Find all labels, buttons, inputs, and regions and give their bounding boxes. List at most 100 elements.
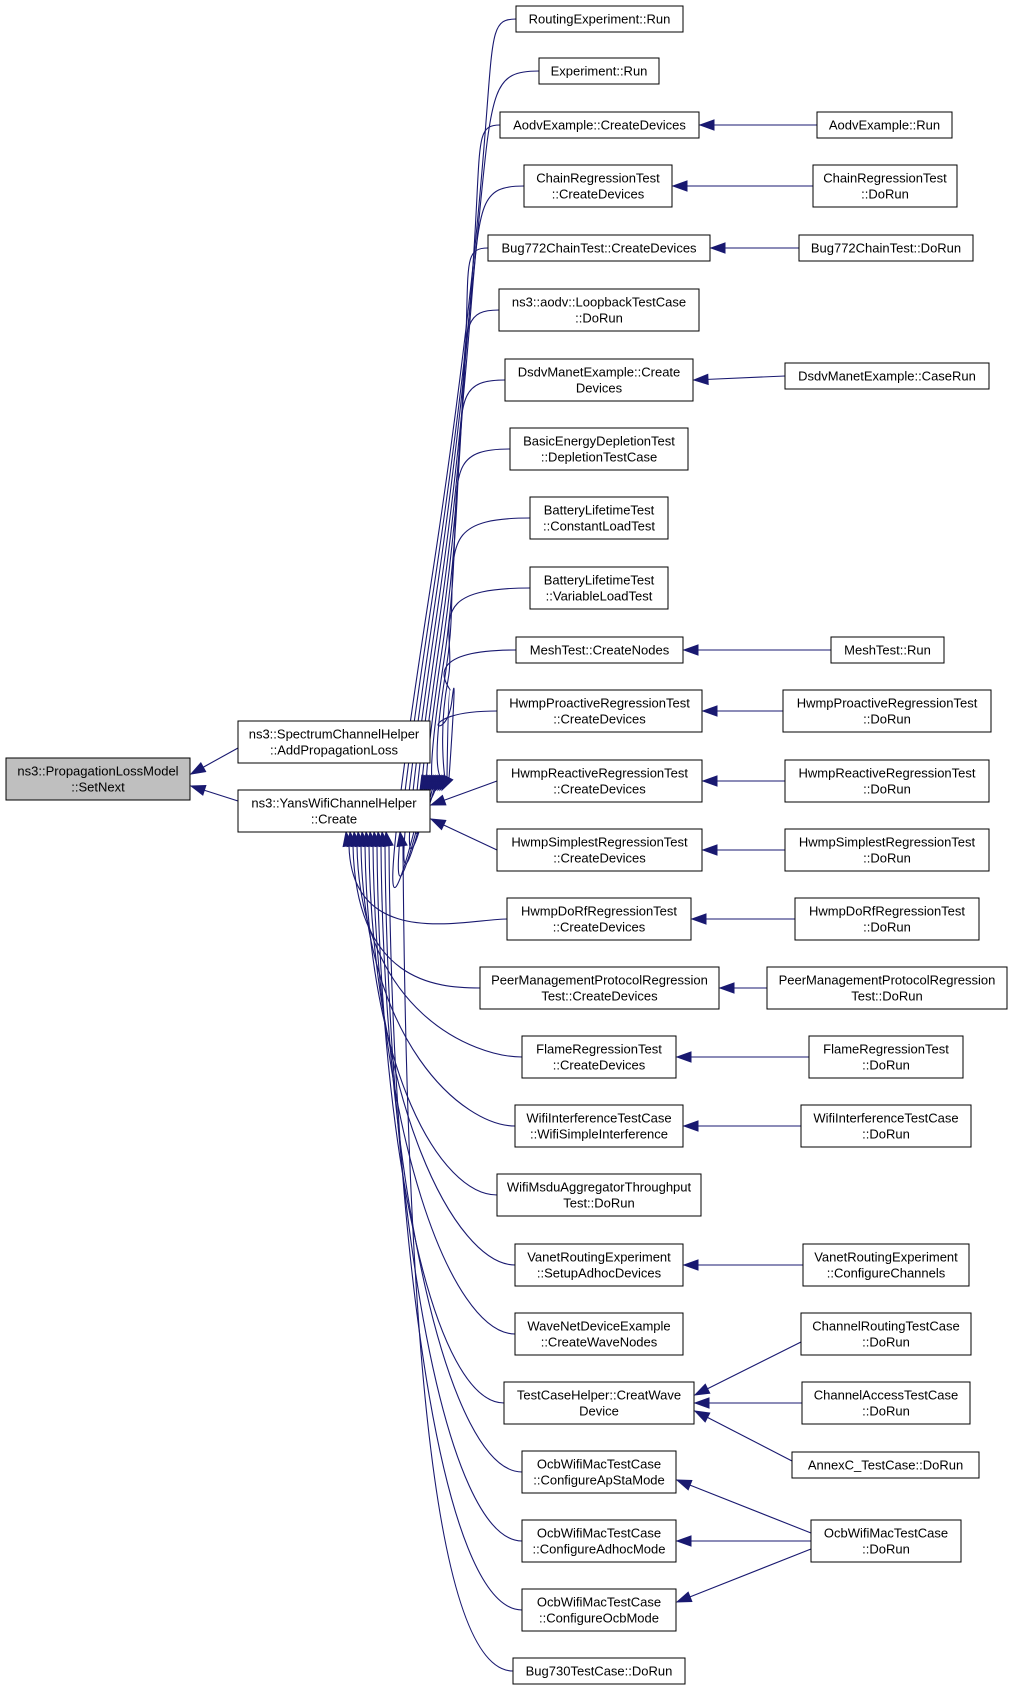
node-n14r[interactable]: HwmpSimplestRegressionTest::DoRun <box>784 828 990 872</box>
node-n7r[interactable]: DsdvManetExample::CaseRun <box>784 362 990 390</box>
node-n8-label-0: BasicEnergyDepletionTest <box>523 434 675 449</box>
node-n3r[interactable]: AodvExample::Run <box>816 111 953 139</box>
node-n12r[interactable]: HwmpProactiveRegressionTest::DoRun <box>782 689 992 733</box>
edge-n12-to-yans-line <box>437 687 498 779</box>
node-n9[interactable]: BatteryLifetimeTest::ConstantLoadTest <box>529 496 669 540</box>
node-n11r[interactable]: MeshTest::Run <box>830 636 945 664</box>
node-n14[interactable]: HwmpSimplestRegressionTest::CreateDevice… <box>496 828 703 872</box>
edge-n2325r-to-n24 <box>675 1535 811 1547</box>
node-n4[interactable]: ChainRegressionTest::CreateDevices <box>523 164 673 208</box>
edge-n20r-to-n20 <box>682 1259 803 1271</box>
node-n22a-label-0: ChannelRoutingTestCase <box>812 1319 959 1334</box>
node-n20r-box <box>802 1243 970 1287</box>
node-n6[interactable]: ns3::aodv::LoopbackTestCase::DoRun <box>498 288 700 332</box>
node-n22a[interactable]: ChannelRoutingTestCase::DoRun <box>800 1312 972 1356</box>
node-n11r-box <box>830 636 945 664</box>
node-n17[interactable]: FlameRegressionTest::CreateDevices <box>521 1035 677 1079</box>
node-n21[interactable]: WaveNetDeviceExample::CreateWaveNodes <box>514 1312 684 1356</box>
node-n10[interactable]: BatteryLifetimeTest::VariableLoadTest <box>529 566 669 610</box>
node-n15r-label-1: ::DoRun <box>863 920 911 935</box>
node-n20[interactable]: VanetRoutingExperiment::SetupAdhocDevice… <box>514 1243 684 1287</box>
edge-n13-to-yans-arrowhead <box>429 794 447 806</box>
node-n15[interactable]: HwmpDoRfRegressionTest::CreateDevices <box>506 897 692 941</box>
node-n19-label-0: WifiMsduAggregatorThroughput <box>507 1180 692 1195</box>
edge-n11r-to-n11-arrowhead <box>682 644 699 656</box>
edge-n16r-to-n16-arrowhead <box>718 982 735 994</box>
node-root-label-0: ns3::PropagationLossModel <box>17 764 178 779</box>
node-n14r-label-1: ::DoRun <box>863 851 911 866</box>
node-n5r[interactable]: Bug772ChainTest::DoRun <box>798 234 974 262</box>
edge-n22-to-yans <box>370 830 505 1404</box>
node-n18r[interactable]: WifiInterferenceTestCase::DoRun <box>800 1104 972 1148</box>
node-n22b-box <box>801 1381 971 1425</box>
edge-n22c-to-n22-line <box>707 1416 793 1462</box>
node-n14r-label-0: HwmpSimplestRegressionTest <box>799 835 976 850</box>
node-root-box <box>5 757 191 801</box>
edge-spec-to-root-line <box>202 747 239 768</box>
edge-yans-to-root-arrowhead <box>189 784 207 796</box>
node-n16-label-1: Test::CreateDevices <box>541 989 658 1004</box>
edge-n3r-to-n3-arrowhead <box>698 119 715 131</box>
node-n13[interactable]: HwmpReactiveRegressionTest::CreateDevice… <box>496 759 703 803</box>
node-n16[interactable]: PeerManagementProtocolRegressionTest::Cr… <box>479 966 720 1010</box>
node-n7-label-0: DsdvManetExample::Create <box>518 365 681 380</box>
node-n11[interactable]: MeshTest::CreateNodes <box>515 636 684 664</box>
edge-n17-to-yans-line <box>356 845 523 1058</box>
node-root[interactable]: ns3::PropagationLossModel::SetNext <box>5 757 191 801</box>
node-spec[interactable]: ns3::SpectrumChannelHelper::AddPropagati… <box>237 720 431 764</box>
node-n13r[interactable]: HwmpReactiveRegressionTest::DoRun <box>784 759 990 803</box>
node-n26-label-0: Bug730TestCase::DoRun <box>526 1664 673 1679</box>
node-n1[interactable]: RoutingExperiment::Run <box>515 5 684 33</box>
edge-n5r-to-n5-arrowhead <box>709 242 726 254</box>
node-n16r[interactable]: PeerManagementProtocolRegressionTest::Do… <box>766 966 1008 1010</box>
edge-n2325r-to-n24-arrowhead <box>675 1535 692 1547</box>
node-n18[interactable]: WifiInterferenceTestCase::WifiSimpleInte… <box>514 1104 684 1148</box>
node-n15r[interactable]: HwmpDoRfRegressionTest::DoRun <box>794 897 980 941</box>
node-n5[interactable]: Bug772ChainTest::CreateDevices <box>487 234 711 262</box>
node-n24[interactable]: OcbWifiMacTestCase::ConfigureAdhocMode <box>521 1519 677 1563</box>
edge-n22b-to-n22-arrowhead <box>693 1397 710 1409</box>
node-n4r-label-0: ChainRegressionTest <box>823 171 947 186</box>
node-n22b[interactable]: ChannelAccessTestCase::DoRun <box>801 1381 971 1425</box>
node-n22c[interactable]: AnnexC_TestCase::DoRun <box>791 1451 980 1479</box>
edge-n14r-to-n14-arrowhead <box>701 844 718 856</box>
edge-n25-to-yans <box>382 830 523 1611</box>
node-n10-label-1: ::VariableLoadTest <box>546 589 653 604</box>
node-n17-label-0: FlameRegressionTest <box>536 1042 662 1057</box>
node-n4r[interactable]: ChainRegressionTest::DoRun <box>812 164 958 208</box>
node-n20-label-0: VanetRoutingExperiment <box>527 1250 671 1265</box>
node-n25-label-0: OcbWifiMacTestCase <box>537 1595 661 1610</box>
node-n22b-label-0: ChannelAccessTestCase <box>814 1388 959 1403</box>
node-n11-box <box>515 636 684 664</box>
edge-n20-to-yans-line <box>368 845 516 1266</box>
node-n2[interactable]: Experiment::Run <box>538 57 660 85</box>
node-n12r-label-0: HwmpProactiveRegressionTest <box>797 696 978 711</box>
edge-n22b-to-n22 <box>693 1397 802 1409</box>
node-n17r[interactable]: FlameRegressionTest::DoRun <box>808 1035 964 1079</box>
node-n7[interactable]: DsdvManetExample::CreateDevices <box>504 358 694 402</box>
node-n15r-label-0: HwmpDoRfRegressionTest <box>809 904 965 919</box>
edge-spec-to-root-arrowhead <box>189 761 207 775</box>
node-n3-label-0: AodvExample::CreateDevices <box>513 118 686 133</box>
node-n26[interactable]: Bug730TestCase::DoRun <box>512 1657 686 1685</box>
node-yans[interactable]: ns3::YansWifiChannelHelper::Create <box>237 789 431 833</box>
node-n8[interactable]: BasicEnergyDepletionTest::DepletionTestC… <box>509 427 689 471</box>
node-n5-box <box>487 234 711 262</box>
node-n13r-box <box>784 759 990 803</box>
edge-n10-to-yans-line <box>442 587 531 779</box>
node-n20r[interactable]: VanetRoutingExperiment::ConfigureChannel… <box>802 1243 970 1287</box>
node-n10-label-0: BatteryLifetimeTest <box>544 573 655 588</box>
node-n12[interactable]: HwmpProactiveRegressionTest::CreateDevic… <box>496 689 703 733</box>
edge-n15r-to-n15-arrowhead <box>690 913 707 925</box>
node-n3[interactable]: AodvExample::CreateDevices <box>499 111 700 139</box>
node-n1-label-0: RoutingExperiment::Run <box>529 12 671 27</box>
node-n6-box <box>498 288 700 332</box>
node-n2325r[interactable]: OcbWifiMacTestCase::DoRun <box>810 1519 962 1563</box>
node-n23[interactable]: OcbWifiMacTestCase::ConfigureApStaMode <box>521 1450 677 1494</box>
node-n13-label-0: HwmpReactiveRegressionTest <box>511 766 688 781</box>
node-n25[interactable]: OcbWifiMacTestCase::ConfigureOcbMode <box>521 1588 677 1632</box>
edge-n4r-to-n4 <box>671 180 813 192</box>
node-n18-label-1: ::WifiSimpleInterference <box>530 1127 668 1142</box>
